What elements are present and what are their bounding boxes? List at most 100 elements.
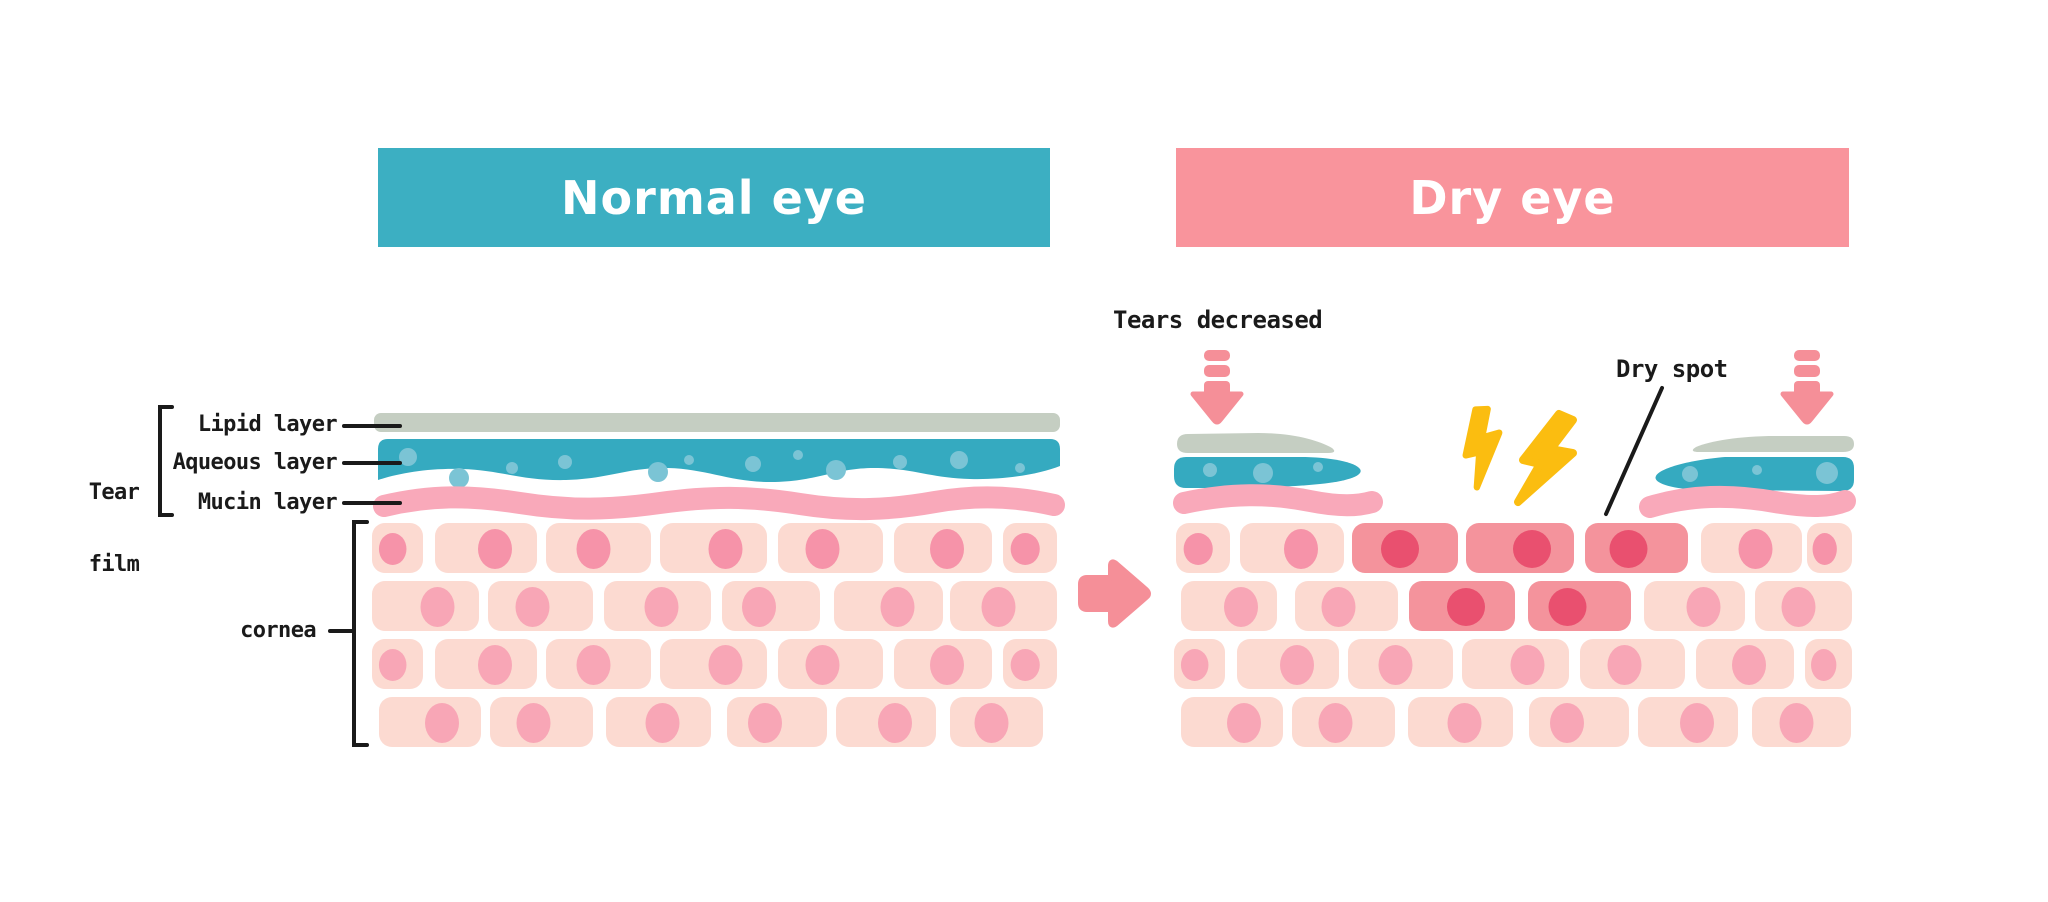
normal-eye-banner: Normal eye [378,148,1050,247]
cell-nucleus [742,587,776,627]
transition-right-arrow-icon [1078,559,1151,628]
cell-nucleus [805,645,840,685]
tears-decreased-arrow-right-icon [1780,350,1834,425]
aqueous-bubble [684,455,694,465]
cell-nucleus [1680,703,1714,743]
cell-nucleus [1321,587,1356,627]
lipid-fragment-right [1692,436,1854,452]
aqueous-bubble [506,462,518,474]
cell-nucleus [1378,645,1413,685]
lipid-layer-band [374,413,1060,432]
cell-nucleus [805,529,840,569]
dry-eye-title: Dry eye [1409,170,1616,225]
cell-nucleus [1811,649,1837,681]
cell-nucleus [1010,533,1040,565]
cell-nucleus [378,649,407,681]
cell-nucleus [1609,530,1648,568]
aqueous-bubble [1752,465,1762,475]
cell-nucleus [1510,645,1545,685]
label-connectors [158,405,402,747]
mucin-fragment-right [1639,485,1856,518]
arrow-dash [1204,365,1230,377]
cell-nucleus [1224,587,1258,627]
lightning-bolt-icon [1462,405,1503,491]
arrow-head [1780,391,1834,425]
cell-nucleus [478,645,512,685]
aqueous-bubble [745,456,761,472]
aqueous-bubble [793,450,803,460]
cell-nucleus [930,529,964,569]
cell-nucleus [1732,645,1766,685]
mucin-layer-band [373,486,1065,521]
cornea-label: cornea [240,618,316,643]
aqueous-bubble [1816,462,1838,484]
cell-nucleus [378,533,407,565]
lightning-bolt-icon [1514,410,1577,506]
cell-nucleus [708,645,743,685]
cell-nucleus [1781,587,1816,627]
lipid-layer-label: Lipid layer [197,412,338,437]
aqueous-bubble [1015,463,1025,473]
cell-nucleus [1318,703,1353,743]
cell-nucleus [1447,588,1485,626]
cell-nucleus [878,703,912,743]
arrow-dash [1794,365,1820,377]
cell-nucleus [974,703,1009,743]
cell-nucleus [1180,649,1209,681]
cell-nucleus [981,587,1016,627]
cell-nucleus [1381,530,1419,568]
aqueous-bubble [399,448,417,466]
dry-spot-label: Dry spot [1616,355,1728,383]
cell-nucleus [1686,587,1721,627]
aqueous-bubble [1313,462,1323,472]
cell-nucleus [576,645,611,685]
aqueous-bubble [950,451,968,469]
arrow-dash [1204,350,1230,361]
cell-nucleus [478,529,512,569]
cell-nucleus [1284,529,1318,569]
normal-eye-diagram [372,413,1065,747]
cell-nucleus [1447,703,1482,743]
cell-nucleus [1550,703,1584,743]
aqueous-layer-band [378,439,1060,483]
arrow-dash [1794,350,1820,361]
cornea-cells-normal [372,523,1057,747]
cell-nucleus [516,703,551,743]
dry-spot-pointer-line [1604,386,1664,516]
arrow-head [1190,391,1244,425]
cell-nucleus [1183,533,1213,565]
cell-nucleus [880,587,915,627]
mucin-layer-label: Mucin layer [197,490,338,515]
cell-nucleus [1812,533,1837,565]
dry-eye-diagram [1173,350,1856,747]
cornea-bracket [352,520,369,747]
cell-nucleus [748,703,782,743]
cell-nucleus [1227,703,1261,743]
tears-decreased-label: Tears decreased [1113,306,1323,334]
aqueous-bubble [1682,466,1698,482]
aqueous-bubble [449,468,469,488]
cell-nucleus [425,703,459,743]
dry-eye-banner: Dry eye [1176,148,1849,247]
tear-film-bracket [158,405,174,517]
lipid-fragment-left [1177,433,1335,453]
aqueous-bubbles [1203,462,1323,483]
cell-nucleus [708,529,743,569]
cell-nucleus [515,587,550,627]
cell-nucleus [1607,645,1642,685]
cornea-cells-dry [1174,523,1852,747]
cell-nucleus [1548,588,1587,626]
aqueous-bubbles [399,448,1025,488]
aqueous-bubbles [1682,462,1838,484]
cell-nucleus [644,587,679,627]
cell-nucleus [1779,703,1814,743]
aqueous-bubble [558,455,572,469]
normal-eye-title: Normal eye [561,170,867,225]
aqueous-bubble [1253,463,1273,483]
tears-decreased-arrow-left-icon [1190,350,1244,425]
aqueous-bubble [1203,463,1217,477]
mucin-fragment-left [1173,484,1383,517]
cell-nucleus [420,587,455,627]
